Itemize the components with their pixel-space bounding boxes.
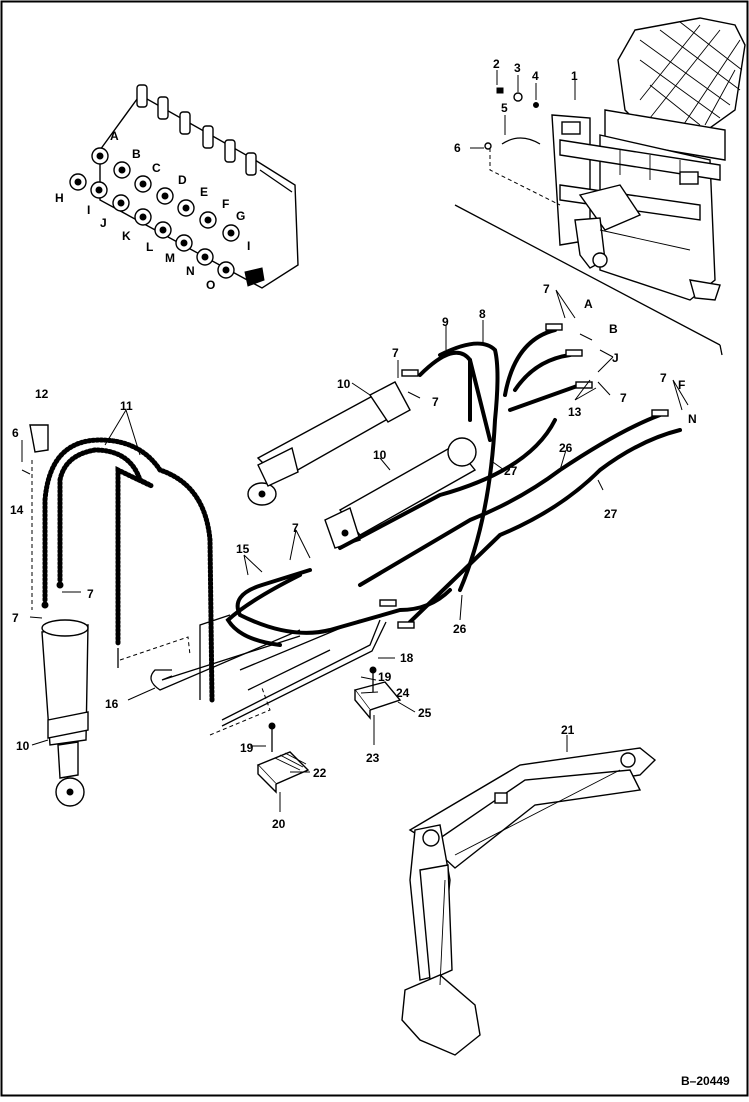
- part-label-23: 23: [366, 751, 380, 765]
- part-label-2: 2: [493, 57, 500, 71]
- part-label-21: 21: [561, 723, 575, 737]
- part-label-27: 27: [604, 507, 618, 521]
- part-label-14: 14: [10, 503, 24, 517]
- port-label-b: B: [132, 147, 141, 161]
- part-label-5: 5: [501, 101, 508, 115]
- part-label-7: 7: [543, 282, 550, 296]
- part-label-7: 7: [432, 395, 439, 409]
- part-label-12: 12: [35, 387, 49, 401]
- part-label-26: 26: [453, 622, 467, 636]
- part-label-7: 7: [12, 611, 19, 625]
- seat-hardware: [484, 87, 541, 150]
- port-label-m: M: [165, 251, 175, 265]
- part-label-25: 25: [418, 706, 432, 720]
- port-label-f: F: [678, 378, 685, 392]
- floor-line: [454, 204, 721, 346]
- hose-clamp-upper: [353, 666, 402, 720]
- part-label-27: 27: [504, 464, 518, 478]
- part-label-7: 7: [660, 371, 667, 385]
- part-label-7: 7: [620, 391, 627, 405]
- swing-hoses: [41, 437, 215, 703]
- part-label-3: 3: [514, 61, 521, 75]
- part-label-13: 13: [568, 405, 582, 419]
- operator-seat: [604, 17, 746, 161]
- upper-boom-cylinder: [247, 381, 411, 506]
- backhoe-boom: [401, 747, 657, 1056]
- part-label-10: 10: [337, 377, 351, 391]
- port-label-a: A: [584, 297, 593, 311]
- port-label-k: K: [122, 229, 131, 243]
- leader-lines: [21, 70, 689, 812]
- drawing-reference-number: B–20449: [681, 1074, 730, 1088]
- port-label-i: I: [87, 203, 90, 217]
- floor-line-end: [719, 344, 723, 356]
- part-label-24: 24: [396, 686, 410, 700]
- part-label-15: 15: [236, 542, 250, 556]
- steel-lines: [119, 619, 387, 736]
- port-label-j: J: [100, 216, 107, 230]
- port-label-j: J: [612, 351, 619, 365]
- part-label-18: 18: [400, 651, 414, 665]
- port-label-n: N: [688, 412, 697, 426]
- port-label-b: B: [609, 322, 618, 336]
- control-valve: [69, 84, 299, 289]
- lower-boom-cylinder: [324, 437, 477, 549]
- port-label-g: G: [236, 209, 245, 223]
- port-label-i: I: [247, 239, 250, 253]
- part-label-1: 1: [571, 69, 578, 83]
- mount-dash-line: [489, 148, 561, 206]
- part-label-9: 9: [442, 315, 449, 329]
- part-label-6: 6: [454, 141, 461, 155]
- port-label-l: L: [146, 240, 153, 254]
- port-label-o: O: [206, 278, 215, 292]
- hose-bundle: [199, 323, 682, 700]
- part-label-20: 20: [272, 817, 286, 831]
- seat-mount-frame: [551, 114, 721, 301]
- part-label-19: 19: [240, 741, 254, 755]
- part-label-22: 22: [313, 766, 327, 780]
- port-label-e: E: [200, 185, 208, 199]
- bracket-12: [29, 424, 49, 610]
- port-label-f: F: [222, 197, 229, 211]
- part-label-4: 4: [532, 69, 539, 83]
- part-label-10: 10: [16, 739, 30, 753]
- part-label-26: 26: [559, 441, 573, 455]
- port-label-n: N: [186, 264, 195, 278]
- part-label-6: 6: [12, 426, 19, 440]
- port-label-c: C: [152, 161, 161, 175]
- part-label-8: 8: [479, 307, 486, 321]
- part-label-7: 7: [87, 587, 94, 601]
- port-label-d: D: [178, 173, 187, 187]
- part-label-19: 19: [378, 670, 392, 684]
- part-label-10: 10: [373, 448, 387, 462]
- port-label-h: H: [55, 191, 64, 205]
- swing-cylinder: [41, 619, 89, 807]
- port-label-a: A: [110, 129, 119, 143]
- part-label-7: 7: [392, 346, 399, 360]
- part-label-16: 16: [105, 697, 119, 711]
- part-label-7: 7: [292, 521, 299, 535]
- part-label-11: 11: [120, 399, 133, 413]
- hose-clamp-lower: [256, 722, 310, 794]
